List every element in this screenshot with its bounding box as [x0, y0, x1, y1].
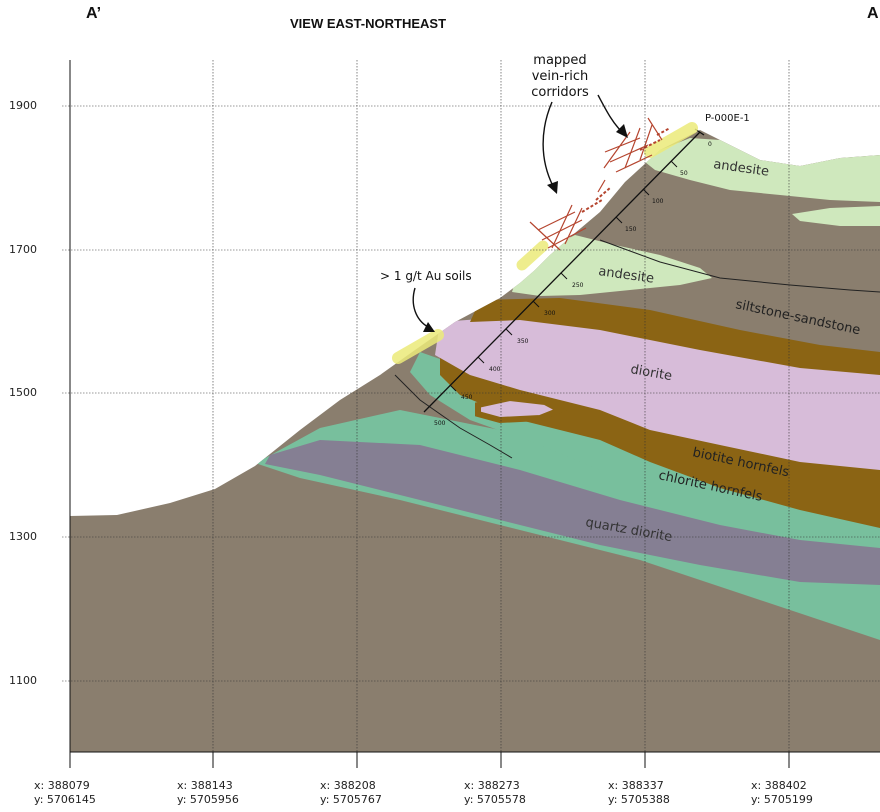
elevation-label-1100: 1100: [9, 674, 37, 687]
depth-tick: [449, 384, 457, 392]
soil-highlight-lower: [392, 329, 444, 364]
coordinate-x: x: 388337: [608, 779, 664, 792]
drillhole-depth-ticks: [449, 160, 678, 392]
depth-tick: [532, 300, 540, 308]
fault-trace-middle: [599, 239, 880, 293]
andesite-upper: [640, 138, 880, 202]
depth-label: 400: [489, 366, 501, 373]
depth-label: 100: [652, 198, 664, 205]
soils-arrow: [412, 287, 429, 328]
depth-tick: [477, 356, 485, 364]
vein-corridor-upper: [603, 117, 671, 173]
coordinate-y: y: 5705767: [320, 793, 382, 806]
corridors-arrow-upper-head: [616, 124, 628, 138]
diorite-lens: [475, 394, 568, 424]
section-end-label: A: [867, 5, 879, 22]
coordinate-y: y: 5705199: [751, 793, 813, 806]
depth-label: 350: [517, 338, 529, 345]
corridors-annotation-line1: mapped: [533, 53, 586, 68]
andesite-lower: [512, 235, 712, 296]
coordinate-y: y: 5705388: [608, 793, 670, 806]
corridors-arrow-lower: [542, 101, 554, 187]
depth-label: 0: [708, 141, 712, 148]
elevation-label-1500: 1500: [9, 386, 37, 399]
elevation-label-1900: 1900: [9, 99, 37, 112]
depth-label: 250: [572, 282, 584, 289]
coordinate-y: y: 5705578: [464, 793, 526, 806]
elevation-label-1300: 1300: [9, 530, 37, 543]
coordinate-x: x: 388402: [751, 779, 807, 792]
depth-tick: [560, 272, 568, 280]
coordinate-x: x: 388273: [464, 779, 520, 792]
corridors-annotation-line3: corridors: [531, 85, 589, 100]
view-direction-label: VIEW EAST-NORTHEAST: [290, 16, 447, 31]
depth-label: 450: [461, 394, 473, 401]
depth-label: 50: [680, 170, 688, 177]
section-start-label: A’: [86, 5, 102, 22]
coordinate-x: x: 388208: [320, 779, 376, 792]
corridors-annotation-line2: vein-rich: [532, 69, 589, 84]
soil-highlight-upper: [644, 122, 698, 158]
depth-label: 150: [625, 226, 637, 233]
depth-label: 300: [544, 310, 556, 317]
coordinate-y: y: 5706145: [34, 793, 96, 806]
depth-label: 500: [434, 420, 446, 427]
depth-tick: [670, 160, 678, 168]
bottom-axis-ticks: [69, 752, 790, 768]
depth-tick: [642, 188, 650, 196]
elevation-label-1700: 1700: [9, 243, 37, 256]
coordinate-x: x: 388143: [177, 779, 233, 792]
elevation-gridlines: [62, 105, 880, 682]
drillhole-trace: [423, 131, 701, 413]
soil-highlight-middle: [516, 240, 549, 271]
coordinate-gridlines: [212, 60, 790, 760]
corridors-arrow-upper: [597, 94, 623, 133]
depth-tick: [615, 216, 623, 224]
soils-annotation: > 1 g/t Au soils: [380, 269, 472, 283]
soils-arrow-head: [423, 322, 435, 332]
biotite-hornfels-upper-sliver: [470, 298, 880, 375]
vein-corridor-lower: [529, 179, 611, 251]
drillhole-depth-labels: 0 50 100 150 250 300 350 400 450 500: [434, 141, 712, 427]
fault-trace-lower: [394, 374, 513, 459]
coordinate-x: x: 388079: [34, 779, 90, 792]
drillhole-name: P-000E-1: [705, 113, 750, 124]
depth-tick: [505, 328, 513, 336]
unit-label-diorite: diorite: [629, 362, 673, 384]
coordinate-y: y: 5705956: [177, 793, 239, 806]
corridors-arrow-lower-head: [547, 181, 558, 194]
quartz-diorite-band: [265, 440, 880, 585]
andesite-lens: [792, 206, 880, 226]
